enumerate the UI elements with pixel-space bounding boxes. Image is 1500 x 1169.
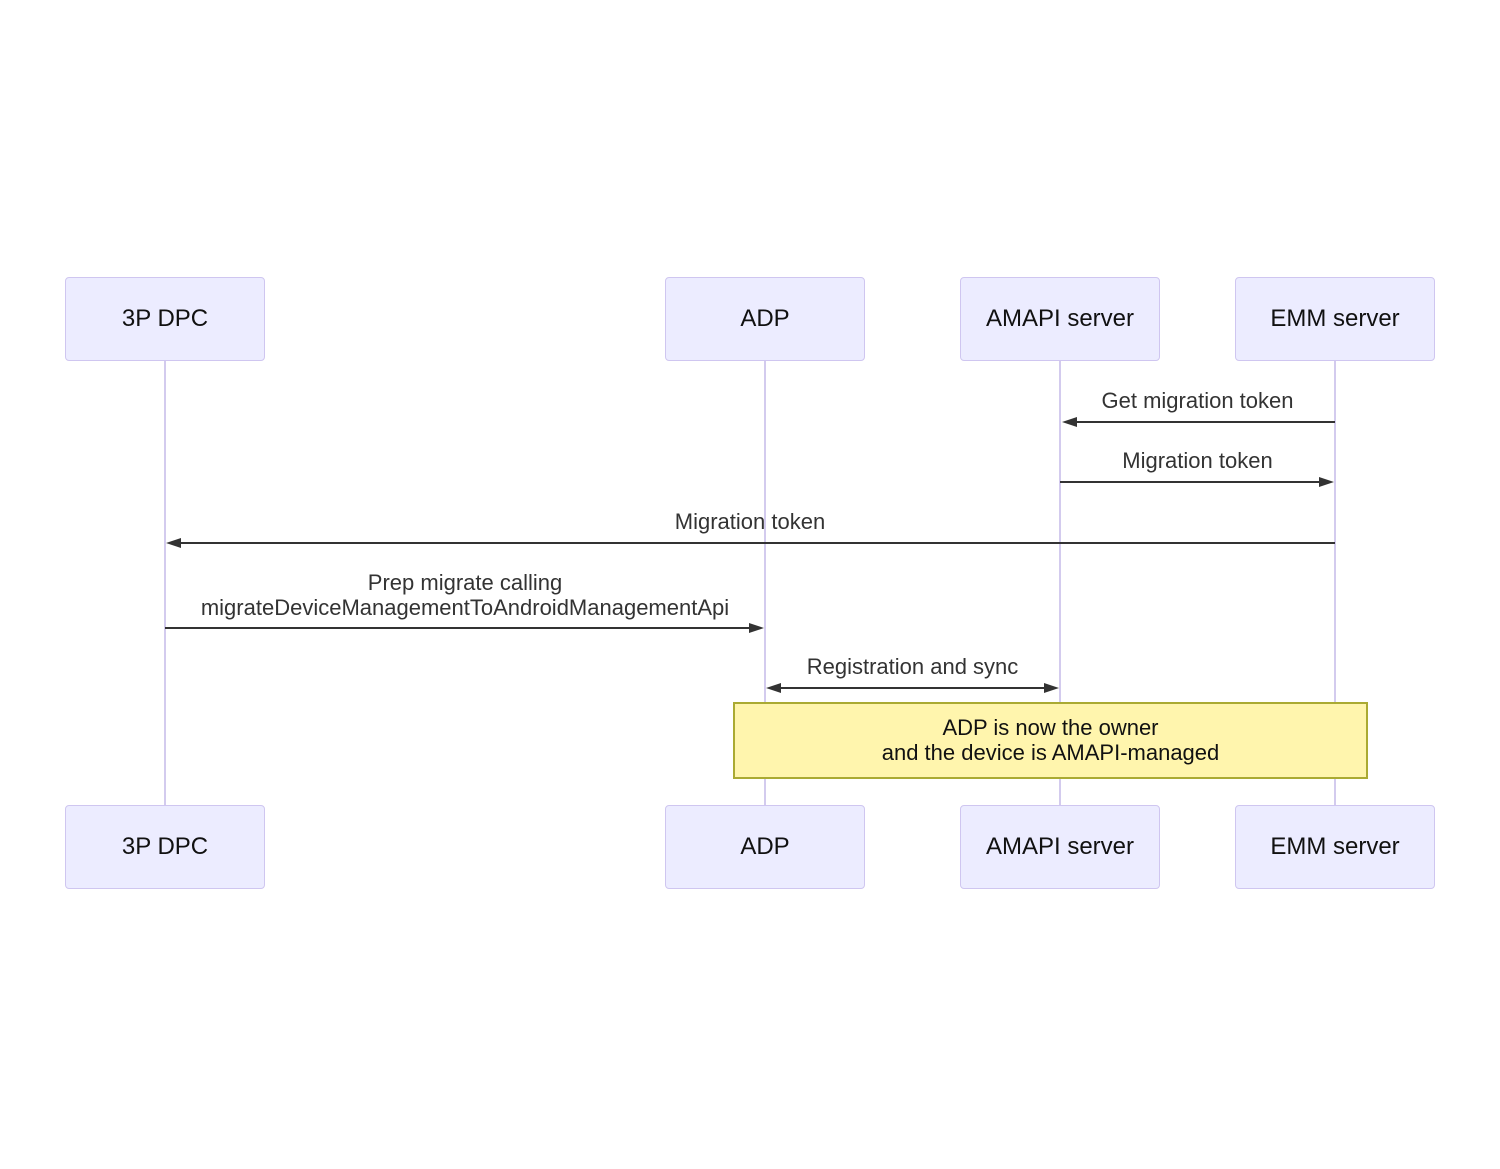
message-label: Prep migrate calling migrateDeviceManage… bbox=[165, 570, 765, 620]
actor-top-3p-dpc: 3P DPC bbox=[65, 277, 265, 361]
lifeline-amapi-server bbox=[1059, 361, 1061, 806]
note-line-1: ADP is now the owner bbox=[942, 715, 1159, 740]
lifeline-adp bbox=[764, 361, 766, 806]
arrowhead-left-icon bbox=[1062, 417, 1077, 427]
message-line bbox=[1076, 421, 1335, 423]
note-adp-owner: ADP is now the owner and the device is A… bbox=[733, 702, 1368, 779]
lifeline-3p-dpc bbox=[164, 361, 166, 806]
message-line bbox=[1060, 481, 1320, 483]
message-line bbox=[180, 542, 1335, 544]
arrowhead-left-icon bbox=[166, 538, 181, 548]
actor-top-emm-server: EMM server bbox=[1235, 277, 1435, 361]
actor-bottom-emm-server: EMM server bbox=[1235, 805, 1435, 889]
actor-label: 3P DPC bbox=[121, 833, 209, 860]
actor-label: EMM server bbox=[1270, 305, 1400, 332]
actor-bottom-amapi-server: AMAPI server bbox=[960, 805, 1160, 889]
actor-top-amapi-server: AMAPI server bbox=[960, 277, 1160, 361]
arrowhead-right-icon bbox=[1044, 683, 1059, 693]
actor-bottom-adp: ADP bbox=[665, 805, 865, 889]
actor-bottom-3p-dpc: 3P DPC bbox=[65, 805, 265, 889]
message-label: Get migration token bbox=[1101, 388, 1294, 413]
actor-label: EMM server bbox=[1270, 833, 1400, 860]
actor-label: ADP bbox=[740, 833, 790, 860]
actor-top-adp: ADP bbox=[665, 277, 865, 361]
message-line bbox=[165, 627, 750, 629]
actor-label: ADP bbox=[740, 305, 790, 332]
arrowhead-left-icon bbox=[766, 683, 781, 693]
note-line-2: and the device is AMAPI-managed bbox=[881, 740, 1220, 765]
message-label: Migration token bbox=[674, 509, 826, 534]
actor-label: 3P DPC bbox=[121, 305, 209, 332]
lifeline-emm-server bbox=[1334, 361, 1336, 806]
actor-label: AMAPI server bbox=[985, 305, 1135, 332]
message-label-line-1: Prep migrate calling bbox=[367, 570, 563, 595]
arrowhead-right-icon bbox=[1319, 477, 1334, 487]
actor-label: AMAPI server bbox=[985, 833, 1135, 860]
message-label-line-2: migrateDeviceManagementToAndroidManageme… bbox=[200, 595, 730, 620]
arrowhead-right-icon bbox=[749, 623, 764, 633]
message-label: Registration and sync bbox=[806, 654, 1019, 679]
message-line bbox=[779, 687, 1046, 689]
message-label: Migration token bbox=[1122, 448, 1273, 473]
